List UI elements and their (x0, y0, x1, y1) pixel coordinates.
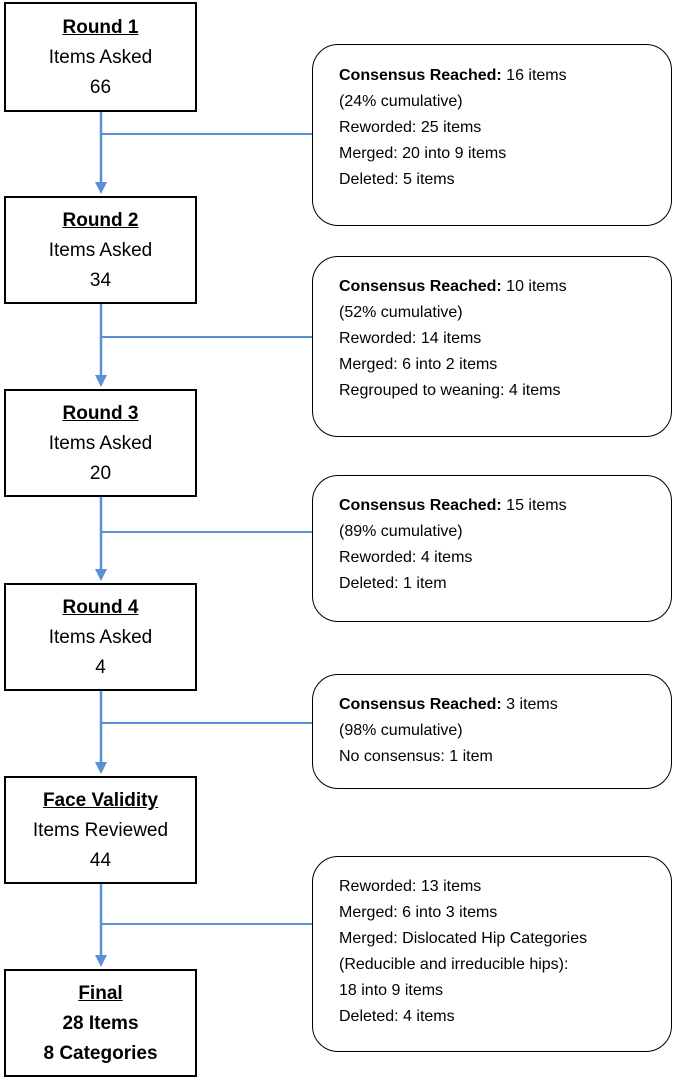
stage-label: Items Asked (48, 240, 153, 261)
stage-label: Items Asked (48, 627, 153, 648)
outcome-line: Consensus Reached: 10 items (339, 278, 567, 295)
arrowhead-5 (95, 955, 107, 967)
stage-count: 4 (95, 657, 106, 678)
outcome-box-round-2: Consensus Reached: 10 items (52% cumulat… (312, 256, 672, 437)
outcome-line: Reworded: 14 items (339, 330, 482, 347)
stage-title: Round 2 (62, 210, 139, 231)
arrowhead-4 (95, 762, 107, 774)
outcome-box-face-validity: Reworded: 13 items Merged: 6 into 3 item… (312, 856, 672, 1052)
outcome-line: Merged: 6 into 2 items (339, 356, 498, 373)
stage-title: Face Validity (42, 790, 159, 811)
outcome-line: Reworded: 25 items (339, 119, 482, 136)
stage-box-round-2: Round 2 Items Asked 34 (4, 196, 197, 304)
stage-count: 20 (89, 463, 112, 484)
outcome-line: Deleted: 5 items (339, 171, 455, 188)
outcome-line: (52% cumulative) (339, 304, 463, 321)
stage-count: 44 (89, 850, 112, 871)
arrowhead-1 (95, 182, 107, 194)
outcome-line: Reworded: 13 items (339, 878, 482, 895)
stage-box-round-3: Round 3 Items Asked 20 (4, 389, 197, 497)
stage-count: 66 (89, 77, 112, 98)
stage-box-final: Final 28 Items 8 Categories (4, 969, 197, 1077)
outcome-line: Reworded: 4 items (339, 549, 473, 566)
stage-label: Items Asked (48, 433, 153, 454)
outcome-box-round-4: Consensus Reached: 3 items (98% cumulati… (312, 674, 672, 789)
outcome-line: (89% cumulative) (339, 523, 463, 540)
stage-categories-count: 8 Categories (43, 1043, 158, 1064)
outcome-line: Consensus Reached: 3 items (339, 696, 558, 713)
outcome-box-round-3: Consensus Reached: 15 items (89% cumulat… (312, 475, 672, 622)
outcome-line: Consensus Reached: 16 items (339, 67, 567, 84)
outcome-line: Deleted: 1 item (339, 575, 447, 592)
outcome-line: Consensus Reached: 15 items (339, 497, 567, 514)
stage-title: Round 1 (62, 17, 139, 38)
stage-count: 34 (89, 270, 112, 291)
outcome-line: Merged: 6 into 3 items (339, 904, 498, 921)
arrowhead-2 (95, 375, 107, 387)
arrowhead-3 (95, 569, 107, 581)
outcome-box-round-1: Consensus Reached: 16 items (24% cumulat… (312, 44, 672, 226)
stage-label: Items Reviewed (32, 820, 169, 841)
outcome-line: Regrouped to weaning: 4 items (339, 382, 561, 399)
outcome-line: (98% cumulative) (339, 722, 463, 739)
outcome-line: 18 into 9 items (339, 982, 444, 999)
outcome-line: (Reducible and irreducible hips): (339, 956, 569, 973)
stage-items-count: 28 Items (62, 1013, 139, 1034)
outcome-line: Merged: Dislocated Hip Categories (339, 930, 588, 947)
stage-label: Items Asked (48, 47, 153, 68)
outcome-line: No consensus: 1 item (339, 748, 493, 765)
stage-box-round-1: Round 1 Items Asked 66 (4, 2, 197, 112)
stage-title: Round 4 (62, 597, 139, 618)
stage-box-round-4: Round 4 Items Asked 4 (4, 583, 197, 691)
stage-box-face-validity: Face Validity Items Reviewed 44 (4, 776, 197, 884)
stage-title: Final (78, 983, 123, 1004)
outcome-line: Merged: 20 into 9 items (339, 145, 507, 162)
outcome-line: (24% cumulative) (339, 93, 463, 110)
stage-title: Round 3 (62, 403, 139, 424)
outcome-line: Deleted: 4 items (339, 1008, 455, 1025)
